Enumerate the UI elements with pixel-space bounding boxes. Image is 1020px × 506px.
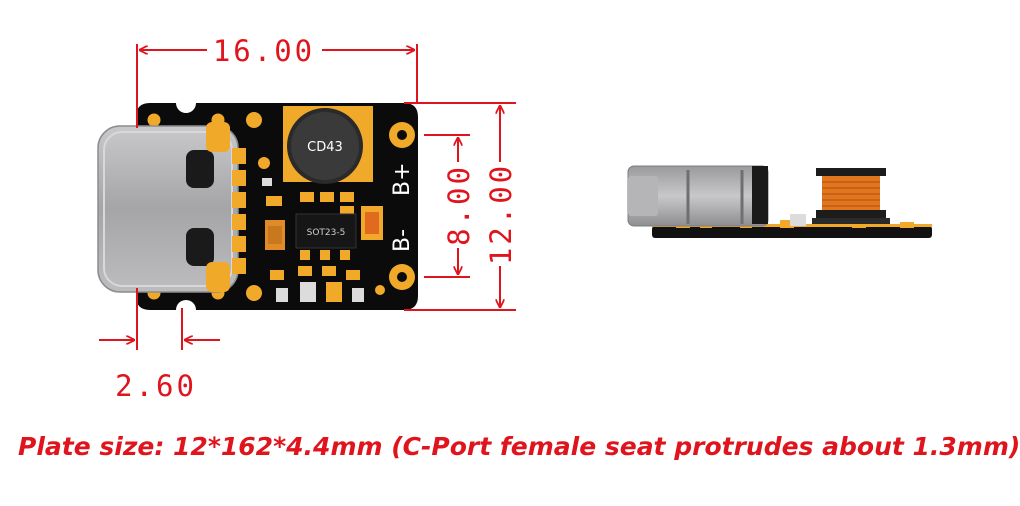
dimension-labels: 16.00 12.00 8.00 2.60 [115, 34, 518, 403]
coil-side [812, 168, 890, 224]
b-plus-label: B+ [390, 162, 415, 196]
b-minus-label: B- [390, 229, 415, 252]
width-dimension: 16.00 [213, 34, 315, 68]
pcb-side-view [627, 165, 932, 238]
usb-c-connector [97, 122, 246, 293]
inductor-cd43: CD43 [283, 106, 373, 184]
pcb-top-view: CD43 SOT23-5 [97, 103, 418, 310]
port-offset-dimension: 2.60 [115, 369, 197, 403]
smd-components: SOT23-5 [258, 157, 385, 302]
height-dimension: 12.00 [484, 163, 518, 265]
dimension-lines [99, 44, 516, 350]
side-pcb [652, 226, 932, 238]
plate-size-caption: Plate size: 12*162*4.4mm (C-Port female … [18, 432, 1020, 461]
inductor-label: CD43 [307, 140, 343, 155]
battery-pads: B+ B- [389, 122, 415, 290]
pad-spacing-dimension: 8.00 [442, 164, 476, 246]
chip-label: SOT23-5 [307, 228, 346, 238]
usb-c-side [627, 165, 769, 227]
mount-pads [147, 112, 262, 301]
